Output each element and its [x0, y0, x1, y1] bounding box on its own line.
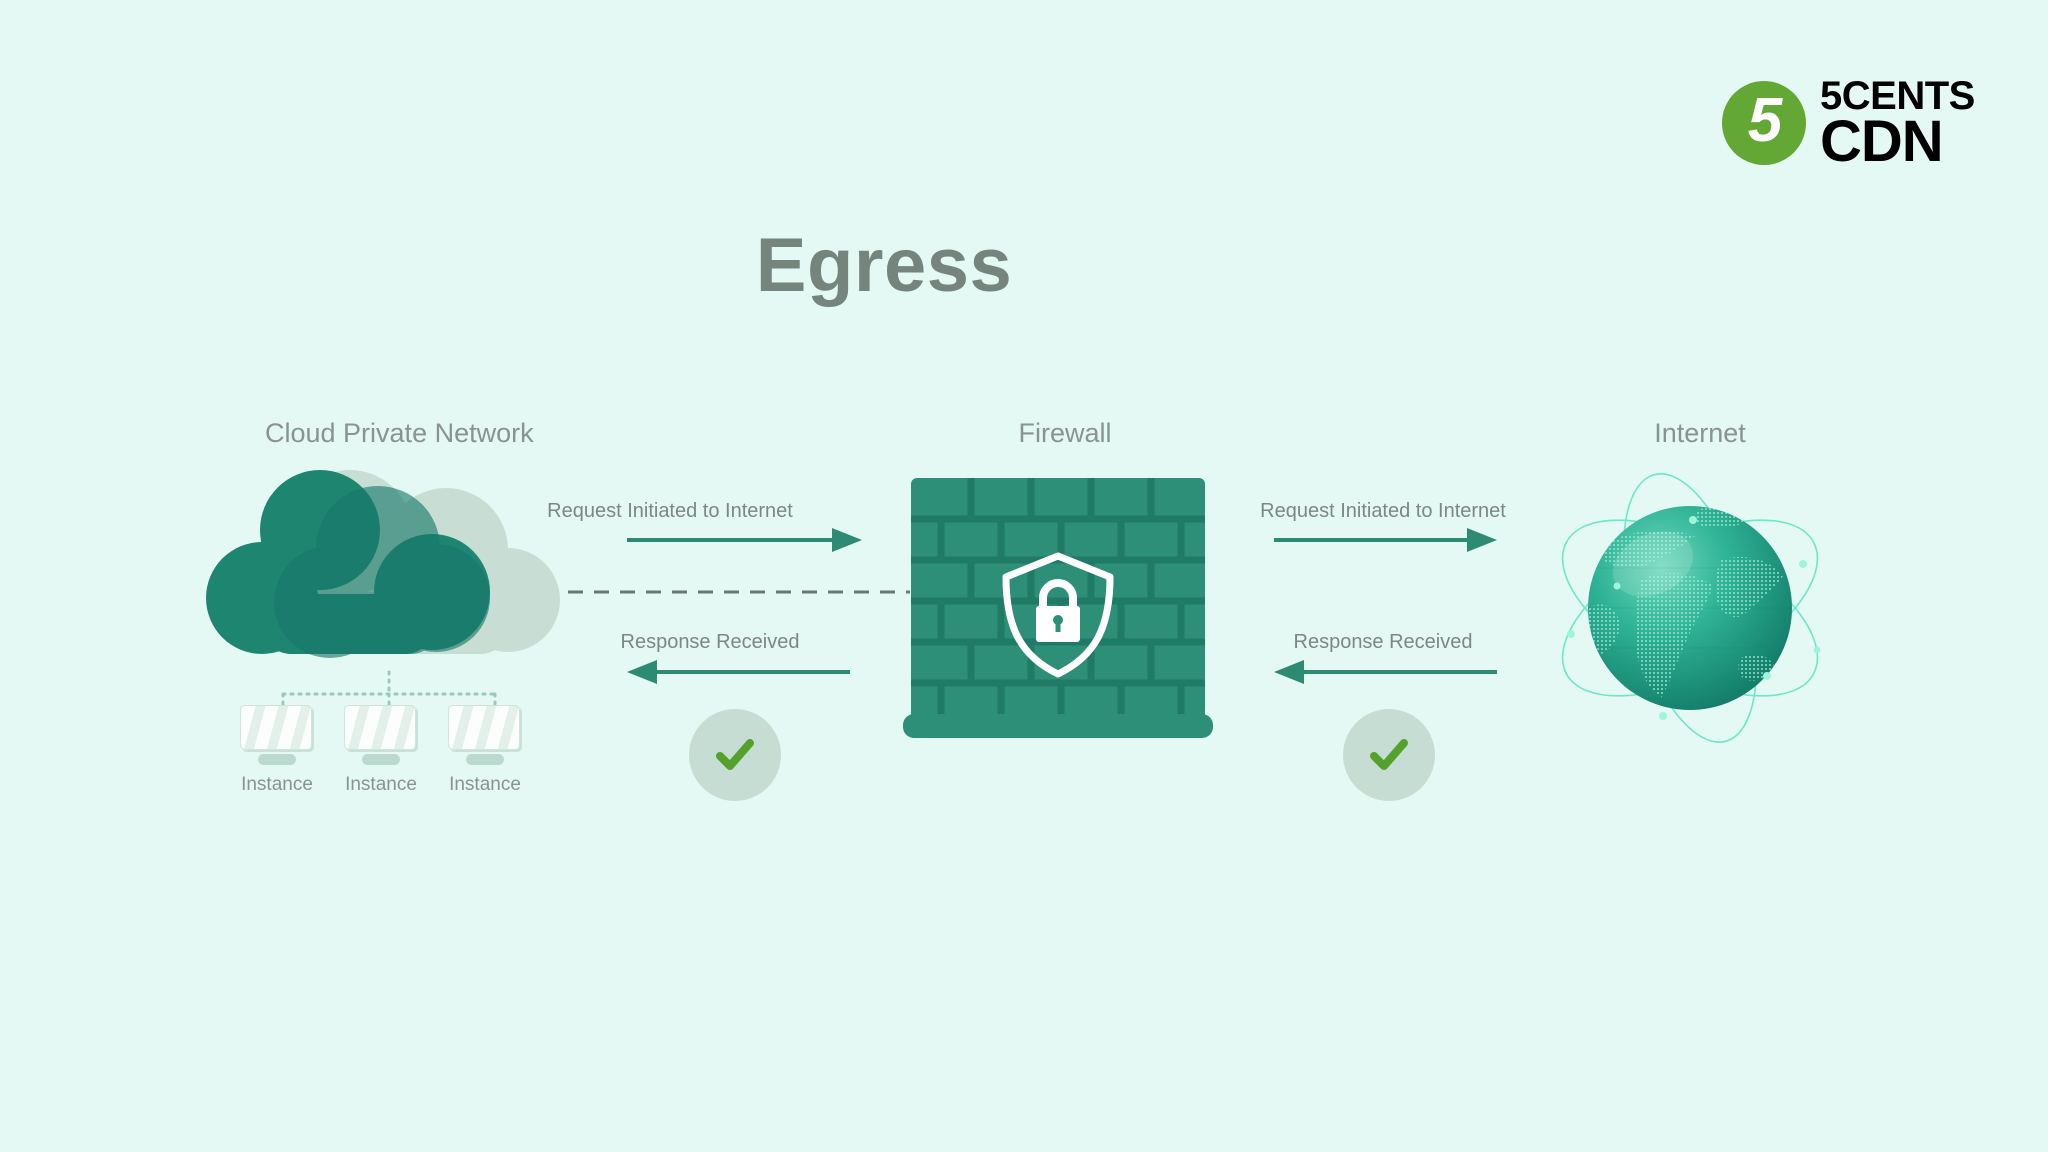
flow-arrow-request-right [1274, 528, 1497, 552]
wall-base [903, 714, 1213, 738]
section-heading-cloud: Cloud Private Network [265, 418, 534, 448]
flow-arrow-request-left [627, 528, 862, 552]
cloud-icon [200, 470, 590, 685]
logo-mark-icon: 5 [1722, 81, 1806, 166]
globe-icon [1545, 468, 1835, 748]
check-icon [1370, 739, 1408, 770]
instance-item: Instance [344, 705, 418, 796]
status-badge-allowed-right [1343, 709, 1435, 801]
logo-line-1: 5CENTS [1820, 74, 1975, 118]
shield-lock-icon [1002, 552, 1114, 678]
cloud-shade-layer [274, 486, 490, 658]
logo-wordmark: 5CENTS CDN [1820, 74, 1975, 174]
instance-item: Instance [240, 705, 314, 796]
instance-label: Instance [241, 774, 313, 795]
orbit-nodes [1567, 516, 1821, 720]
flow-arrow-response-right [1274, 660, 1497, 684]
instance-item: Instance [448, 705, 522, 796]
logo-line-2: CDN [1820, 108, 1944, 174]
instance-group: Instance Instance Instance [240, 705, 540, 815]
logo-mark-text: 5 [1747, 86, 1783, 156]
server-instance-icon [344, 705, 416, 750]
globe-highlight [1612, 531, 1694, 597]
section-heading-firewall: Firewall [1018, 418, 1112, 448]
server-instance-icon [448, 705, 520, 750]
brand-logo: 5 5CENTS CDN [1722, 74, 1975, 174]
instance-label: Instance [345, 774, 417, 795]
instance-stand [258, 754, 296, 765]
flow-label-request-left: Request Initiated to Internet [547, 500, 793, 522]
page-title: Egress [755, 223, 1013, 308]
check-icon [716, 739, 754, 770]
instance-stand [466, 754, 504, 765]
flow-label-response-right: Response Received [1293, 631, 1473, 653]
section-heading-internet: Internet [1654, 418, 1746, 448]
status-badge-allowed-left [689, 709, 781, 801]
flow-label-request-right: Request Initiated to Internet [1260, 500, 1506, 522]
instance-stand [362, 754, 400, 765]
server-instance-icon [240, 705, 312, 750]
globe-continents [1588, 507, 1792, 698]
flow-label-response-left: Response Received [620, 631, 800, 653]
flow-arrow-response-left [627, 660, 850, 684]
instance-label: Instance [449, 774, 521, 795]
dotted-connector-instances [281, 670, 497, 714]
brick-wall-icon [903, 478, 1213, 743]
